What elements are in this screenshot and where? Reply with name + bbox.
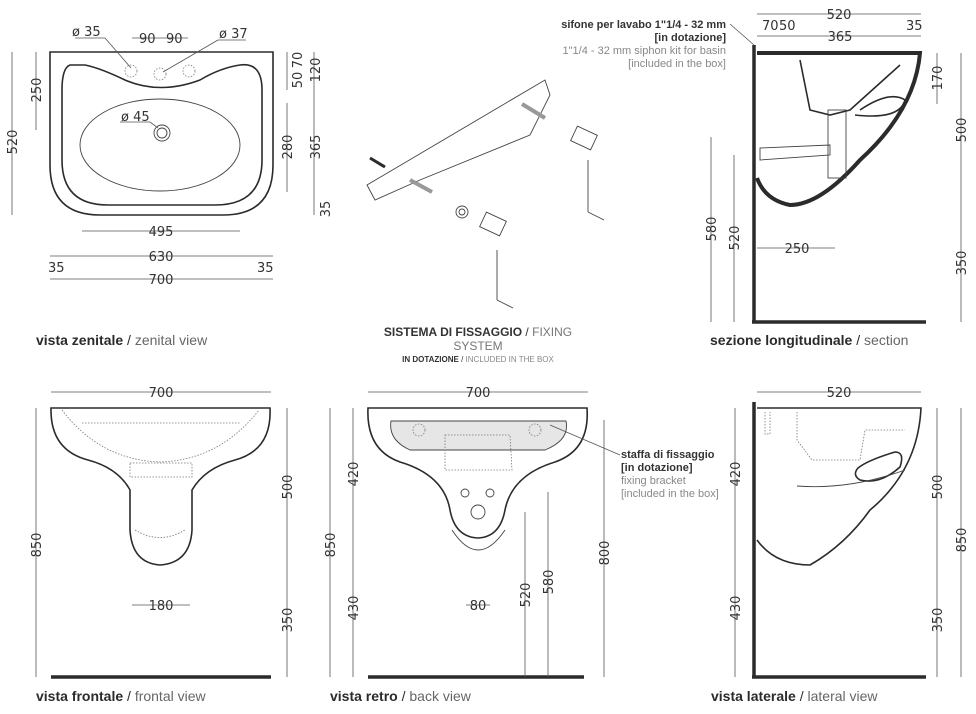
frontal-dim-height: 850 [30, 533, 45, 558]
section-dim-35: 35 [906, 19, 923, 34]
section-dim-70: 70 [762, 19, 779, 34]
bracket-note-en1: fixing bracket [621, 475, 686, 487]
zenital-view: ø 35 ø 37 ø 45 90 90 520 250 50 70 120 2… [6, 25, 334, 288]
back-dim-520: 520 [519, 583, 534, 608]
lateral-view: 520 420 430 500 350 850 [729, 386, 970, 679]
dim-inner-width: 630 [149, 250, 174, 265]
back-dim-80: 80 [470, 599, 487, 614]
section-dim-250: 250 [785, 242, 810, 257]
dim-basin-width: 495 [149, 225, 174, 240]
dim-basin-depth: 280 [281, 135, 296, 160]
dim-drain: ø 45 [121, 110, 150, 125]
dim-side-right: 35 [257, 261, 274, 276]
bracket-note-en2: [included in the box] [621, 488, 719, 500]
lateral-dim-350: 350 [931, 608, 946, 633]
frontal-dim-width: 700 [149, 386, 174, 401]
section-dim-50: 50 [779, 19, 796, 34]
dim-side-left: 35 [48, 261, 65, 276]
dim-bottom-35: 35 [319, 201, 334, 218]
section-dim-350: 350 [955, 251, 970, 276]
siphon-note-it1: sifone per lavabo 1"1/4 - 32 mm [561, 19, 726, 31]
fixing-title-it: SISTEMA DI FISSAGGIO [383, 325, 523, 339]
bracket-note-it2: [in dotazione] [621, 462, 693, 474]
section-view: 520 70 50 365 35 170 500 350 580 520 250 [705, 8, 970, 324]
frontal-dim-lower: 350 [281, 608, 296, 633]
fixing-sub-it: IN DOTAZIONE [402, 355, 459, 364]
caption-back-it: vista retro [330, 688, 398, 704]
dim-total-width: 700 [149, 273, 174, 288]
section-dim-500: 500 [955, 118, 970, 143]
back-dim-width: 700 [466, 386, 491, 401]
lateral-dim-lower: 430 [729, 596, 744, 621]
back-dim-upper: 420 [347, 462, 362, 487]
caption-lateral-en: lateral view [807, 688, 878, 704]
dim-hole-center: ø 37 [219, 27, 248, 42]
dim-spacing-right: 90 [166, 32, 183, 47]
caption-section-en: section [864, 332, 909, 348]
section-dim-580: 580 [705, 217, 720, 242]
dim-inner-365: 365 [309, 135, 324, 160]
section-dim-365: 365 [828, 30, 853, 45]
section-dim-170: 170 [931, 66, 946, 91]
dim-top-120: 120 [309, 58, 324, 83]
caption-section-it: sezione longitudinale [710, 332, 853, 348]
caption-frontal-en: frontal view [134, 688, 206, 704]
caption-lateral-view: vista laterale / lateral view [711, 688, 878, 704]
caption-back-view: vista retro / back view [330, 688, 471, 704]
dim-hole-left: ø 35 [72, 25, 101, 40]
caption-zenital-en: zenital view [134, 332, 208, 348]
dim-top-70: 70 [291, 52, 306, 69]
frontal-dim-upper: 500 [281, 475, 296, 500]
lateral-dim-850: 850 [955, 528, 970, 553]
back-dim-800: 800 [598, 541, 613, 566]
dim-spacing-left: 90 [139, 32, 156, 47]
siphon-note-en2: [included in the box] [628, 58, 726, 70]
bracket-note-it1: staffa di fissaggio [621, 449, 715, 461]
siphon-note-it2: [in dotazione] [654, 32, 727, 44]
lateral-dim-upper: 420 [729, 462, 744, 487]
dim-to-basin: 250 [30, 78, 45, 103]
lateral-dim-500: 500 [931, 475, 946, 500]
back-dim-lower: 430 [347, 596, 362, 621]
fixing-title-en: FIXING SYSTEM [453, 325, 573, 353]
siphon-note-en1: 1"1/4 - 32 mm siphon kit for basin [562, 45, 726, 57]
caption-lateral-it: vista laterale [711, 688, 796, 704]
fixing-system-illustration [366, 79, 605, 309]
caption-zenital-it: vista zenitale [36, 332, 124, 348]
caption-back-en: back view [409, 688, 471, 704]
section-dim-520: 520 [728, 226, 743, 251]
lateral-dim-depth: 520 [827, 386, 852, 401]
back-dim-580: 580 [542, 570, 557, 595]
frontal-view: 700 850 500 350 180 [30, 386, 296, 679]
caption-zenital-view: vista zenitale / zenital view [36, 332, 208, 348]
bracket-note: staffa di fissaggio [in dotazione] fixin… [621, 449, 719, 501]
frontal-dim-pedestal: 180 [149, 599, 174, 614]
section-dim-total: 520 [827, 8, 852, 23]
back-dim-height: 850 [324, 533, 339, 558]
dim-top-50: 50 [291, 72, 306, 89]
fixing-sub-en: INCLUDED IN THE BOX [465, 355, 554, 364]
siphon-note: sifone per lavabo 1"1/4 - 32 mm [in dota… [561, 19, 726, 71]
caption-section-view: sezione longitudinale / section [710, 332, 909, 348]
back-view: 700 850 420 430 80 520 580 800 [324, 386, 621, 679]
caption-frontal-it: vista frontale [36, 688, 124, 704]
caption-frontal-view: vista frontale / frontal view [36, 688, 206, 704]
caption-fixing-system: SISTEMA DI FISSAGGIO / FIXING SYSTEM IN … [383, 325, 573, 364]
dim-total-depth: 520 [6, 130, 21, 155]
